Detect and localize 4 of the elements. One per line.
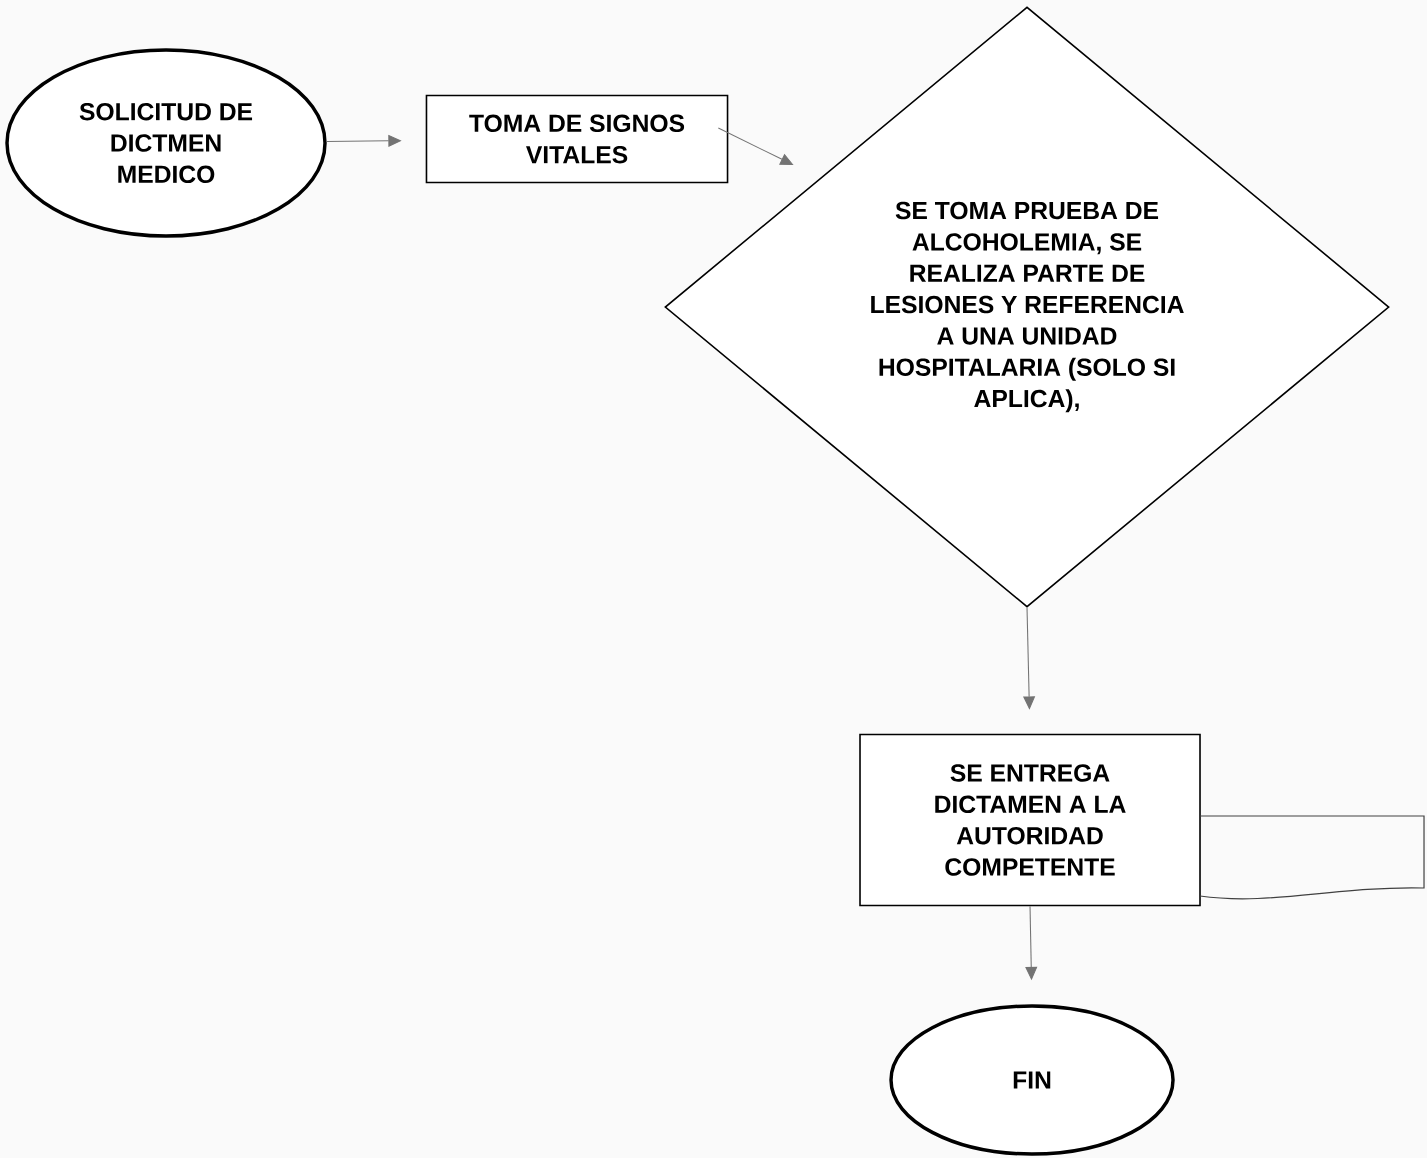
process-box: TOMA DE SIGNOS VITALES xyxy=(425,94,729,184)
process-box: SE ENTREGA DICTAMEN A LA AUTORIDAD COMPETENTE xyxy=(859,733,1201,907)
arrow xyxy=(717,127,794,166)
document-shape xyxy=(1199,815,1425,900)
